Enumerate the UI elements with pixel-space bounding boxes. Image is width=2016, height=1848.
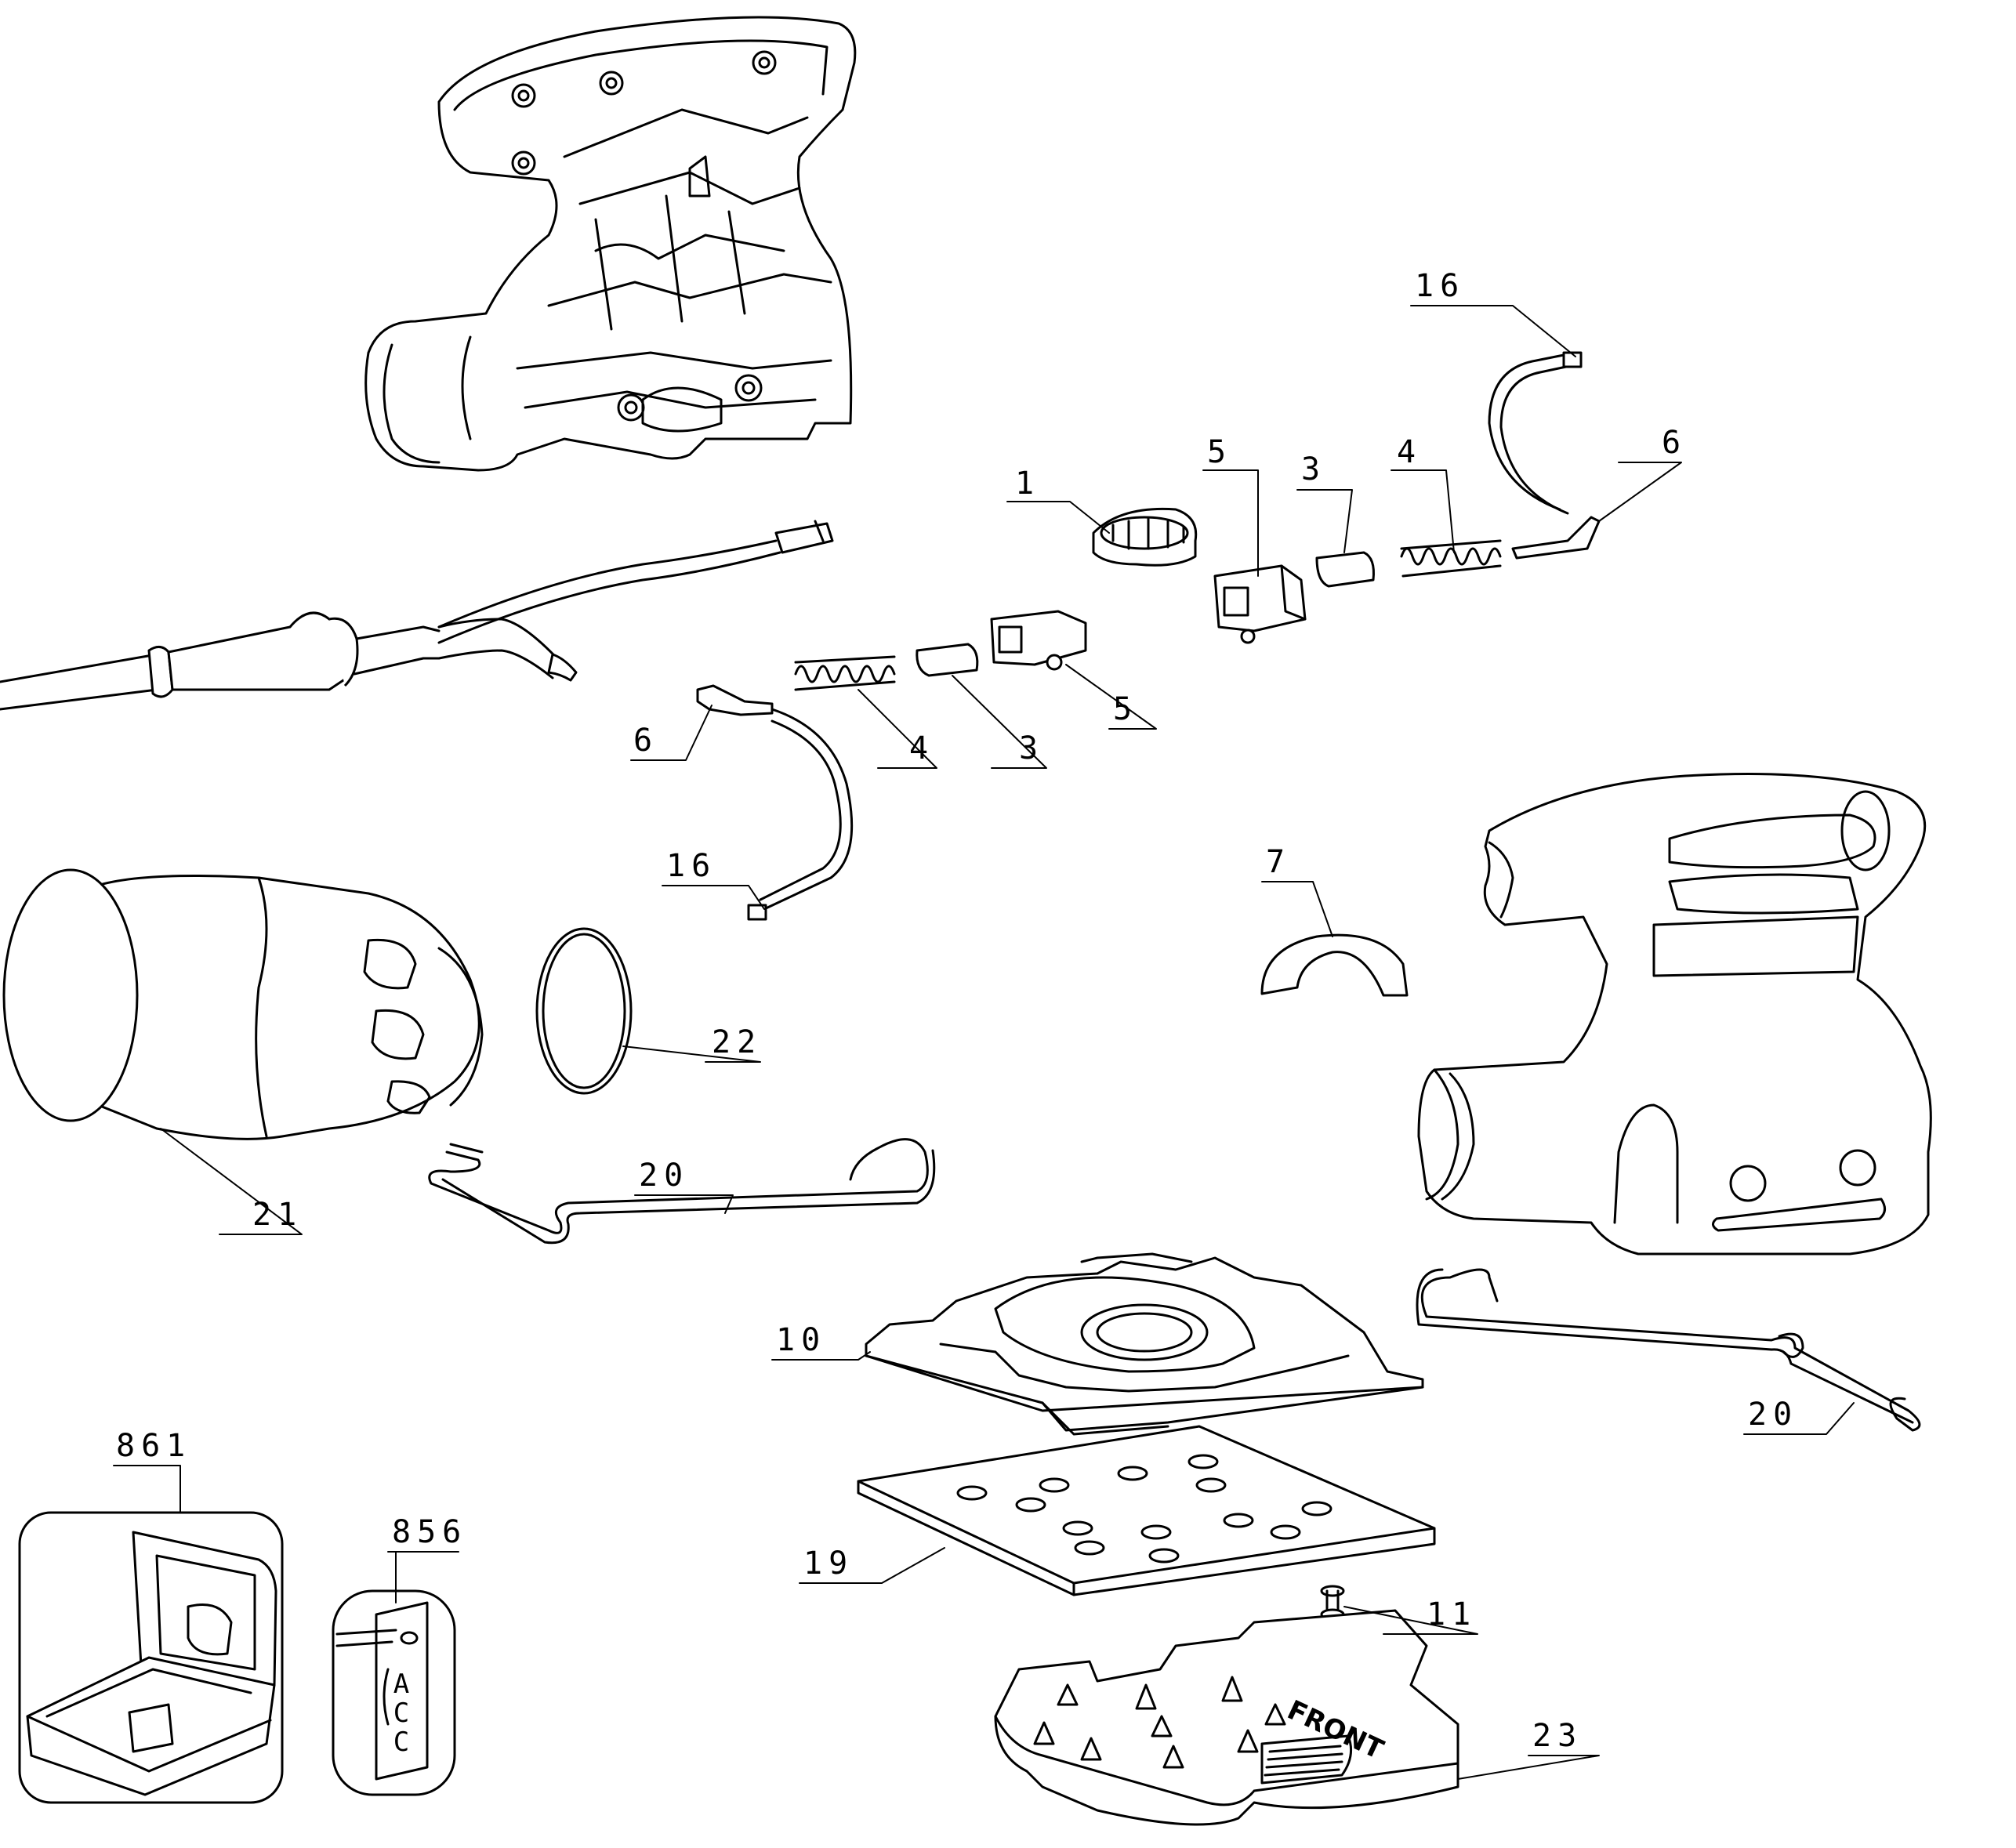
- acc-letter-3: C: [393, 1727, 409, 1758]
- callout-19: 19: [803, 1545, 854, 1582]
- callout-4-lower: 4: [909, 730, 934, 766]
- callout-16-lower: 16: [666, 848, 716, 884]
- kit-box-panel: [18, 1511, 284, 1804]
- callout-10: 10: [776, 1322, 826, 1358]
- callout-6-lower: 6: [633, 723, 658, 759]
- sanding-pad: [857, 1425, 1436, 1596]
- callout-5-lower: 5: [1113, 691, 1138, 727]
- callout-4-upper: 4: [1397, 434, 1422, 470]
- platen-base: [865, 1252, 1424, 1436]
- callout-20-left: 20: [639, 1158, 689, 1194]
- callout-3-upper: 3: [1301, 451, 1326, 487]
- canister-ring: [535, 927, 633, 1095]
- leader-lines: [113, 305, 1855, 1780]
- callout-21: 21: [252, 1197, 303, 1233]
- power-cord: [0, 520, 834, 711]
- wire-clip-right: [1416, 1268, 1921, 1432]
- callout-7: 7: [1266, 844, 1291, 880]
- dust-canister: [2, 868, 484, 1140]
- callout-1: 1: [1015, 466, 1040, 502]
- callout-6-upper: 6: [1662, 425, 1687, 461]
- callout-labels: 1 5 3 4 6 16 5 3 4 6 16 7 22 20 21 10 20…: [116, 268, 1798, 1754]
- motor-housing: [1417, 773, 1932, 1256]
- acc-letter-2: C: [393, 1698, 409, 1729]
- base-plate: FRONT: [994, 1609, 1459, 1826]
- callout-23: 23: [1532, 1718, 1583, 1754]
- callout-11: 11: [1427, 1596, 1477, 1632]
- callout-5-upper: 5: [1207, 434, 1232, 470]
- callout-16-upper: 16: [1415, 268, 1465, 304]
- acc-letter-1: A: [393, 1669, 409, 1700]
- callout-20-right: 20: [1748, 1397, 1798, 1433]
- wire-clip-left: [428, 1138, 936, 1245]
- brush-parts: [696, 351, 1601, 921]
- base-studs: [1033, 1676, 1286, 1769]
- callout-856: 856: [392, 1514, 467, 1550]
- callout-861: 861: [116, 1428, 191, 1464]
- accessory-tag-panel: A C C: [332, 1589, 456, 1796]
- rubber-shield: [1260, 933, 1409, 997]
- callout-3-lower: 3: [1019, 730, 1044, 766]
- housing-half: [364, 16, 857, 472]
- callout-22: 22: [712, 1024, 762, 1060]
